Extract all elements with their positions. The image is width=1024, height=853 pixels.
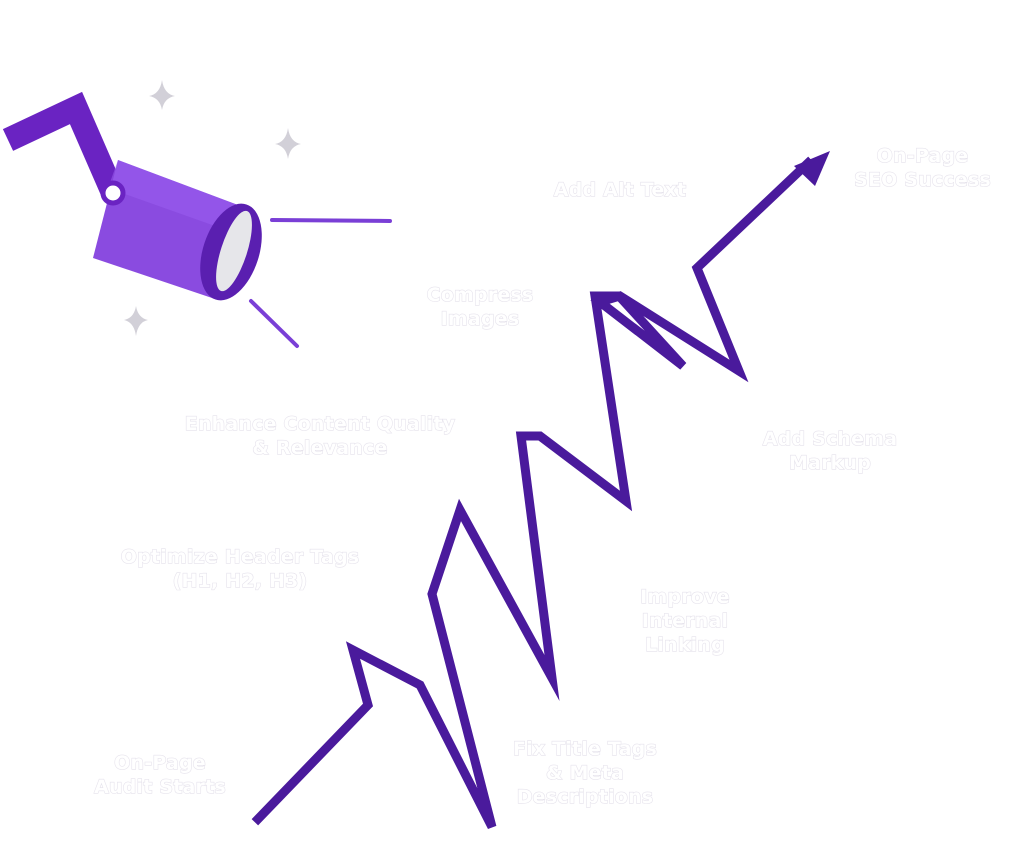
label-title-tags: Fix Title Tags & Meta Descriptions bbox=[512, 737, 657, 808]
label-content-quality: Enhance Content Quality & Relevance bbox=[184, 412, 456, 459]
light-ray bbox=[249, 299, 299, 348]
label-header-tags: Optimize Header Tags (H1, H2, H3) bbox=[120, 545, 360, 592]
label-compress-images: Compress Images bbox=[426, 283, 534, 330]
light-ray bbox=[270, 218, 392, 223]
label-alt-text: Add Alt Text bbox=[553, 178, 687, 201]
sparkle-icon bbox=[124, 306, 148, 336]
label-internal-linking: Improve Internal Linking bbox=[640, 585, 731, 656]
label-schema-markup: Add Schema Markup bbox=[762, 427, 898, 474]
label-success: On-Page SEO Success bbox=[853, 144, 991, 191]
arrow-head-icon bbox=[794, 151, 830, 186]
spotlight-icon bbox=[2, 91, 262, 301]
sparkle-icon bbox=[149, 80, 175, 110]
label-audit-start: On-Page Audit Starts bbox=[93, 751, 226, 798]
sparkle-icon bbox=[275, 128, 301, 159]
growth-path bbox=[251, 156, 815, 830]
